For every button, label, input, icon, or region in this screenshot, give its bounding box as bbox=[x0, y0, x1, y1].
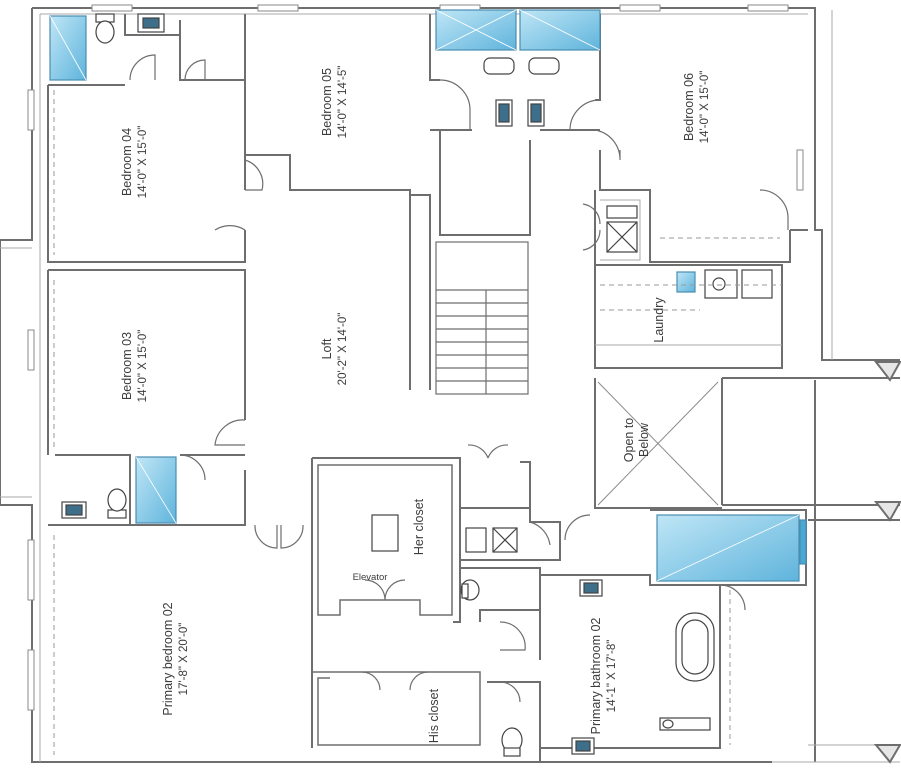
elevator-name: Elevator bbox=[353, 572, 388, 583]
primary-bedroom-dims: 17'-8" X 20'-0" bbox=[178, 623, 190, 696]
open-to-below-line2: Below bbox=[637, 422, 651, 457]
primary-bathroom-name: Primary bathroom 02 bbox=[589, 618, 603, 735]
laundry-name: Laundry bbox=[652, 297, 666, 343]
window-marks bbox=[27, 4, 804, 711]
room-labels: Bedroom 04 14'-0" X 15'-0" Bedroom 05 14… bbox=[120, 66, 711, 743]
exterior-walls bbox=[0, 7, 901, 764]
open-to-below-line1: Open to bbox=[622, 418, 636, 463]
his-closet-name: His closet bbox=[427, 688, 441, 743]
dashed-guides bbox=[53, 90, 782, 755]
bedroom-06-name: Bedroom 06 bbox=[682, 73, 696, 141]
loft-name: Loft bbox=[320, 338, 334, 359]
door-swings bbox=[129, 54, 789, 703]
bedroom-04-dims: 14'-0" X 15'-0" bbox=[137, 126, 149, 199]
bedroom-03-name: Bedroom 03 bbox=[120, 332, 134, 400]
bedroom-06-dims: 14'-0" X 15'-0" bbox=[699, 71, 711, 144]
bedroom-05-name: Bedroom 05 bbox=[320, 68, 334, 136]
loft-dims: 20'-2" X 14'-0" bbox=[337, 313, 349, 386]
her-closet-name: Her closet bbox=[412, 498, 426, 555]
bedroom-03-dims: 14'-0" X 15'-0" bbox=[137, 330, 149, 403]
interior-walls bbox=[47, 14, 808, 762]
fixtures bbox=[61, 13, 773, 757]
staircase bbox=[435, 241, 529, 395]
showers bbox=[49, 9, 807, 582]
primary-bathroom-dims: 14'-1" X 17'-8" bbox=[606, 640, 618, 713]
bedroom-05-dims: 14'-0" X 14'-5" bbox=[337, 66, 349, 139]
primary-bedroom-name: Primary bedroom 02 bbox=[161, 602, 175, 715]
open-to-below-area bbox=[597, 381, 719, 506]
bedroom-04-name: Bedroom 04 bbox=[120, 128, 134, 196]
